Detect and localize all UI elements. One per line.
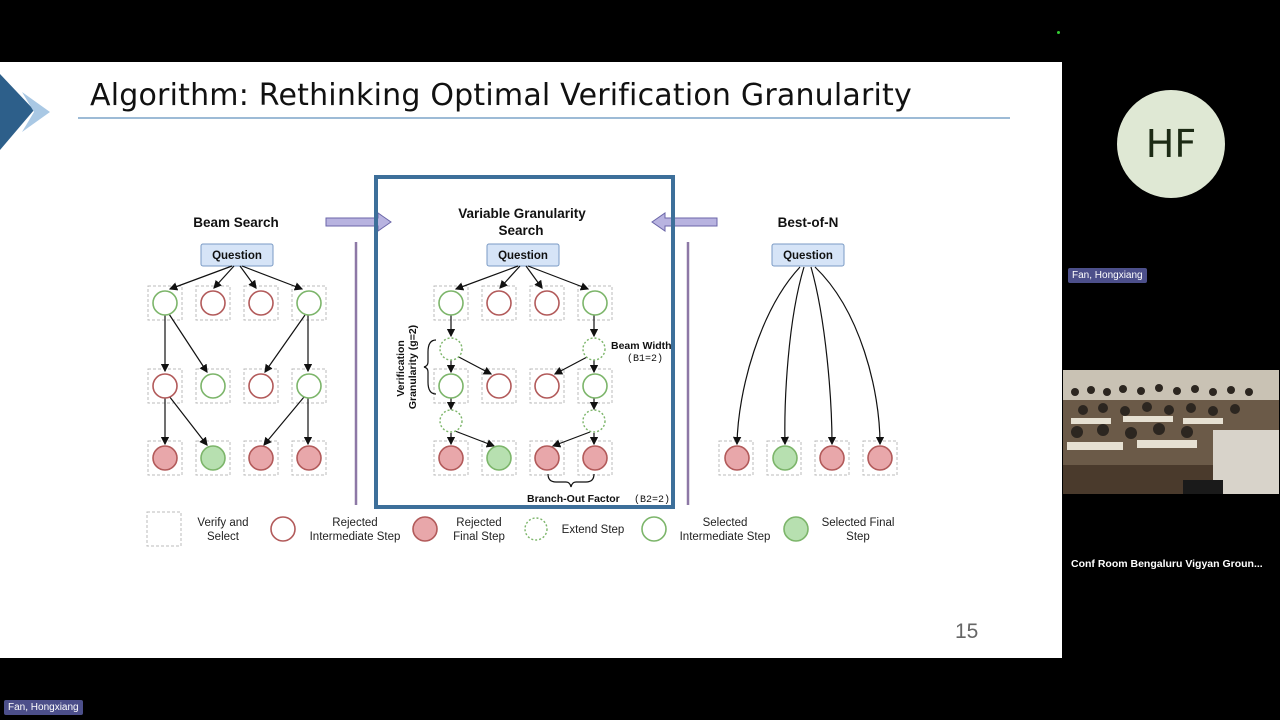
room-name-label: Conf Room Bengaluru Vigyan Groun... (1071, 558, 1263, 570)
legend-label-2a: Rejected (332, 517, 377, 529)
slide-page-number: 15 (955, 620, 979, 643)
vgs-row2-nodes (438, 373, 608, 399)
legend-label-5b: Intermediate Step (680, 531, 771, 543)
beam-final-nodes (152, 445, 322, 471)
legend-label-6a: Selected Final (822, 517, 895, 529)
bottom-presenter-name-tag: Fan, Hongxiang (4, 700, 83, 715)
branch-out-value: (B2=2) (634, 494, 670, 506)
chevron-decoration-icon (0, 74, 50, 150)
legend-label-1a: Verify and (197, 517, 248, 529)
branch-out-label: Branch-Out Factor (527, 493, 620, 505)
room-video-feed[interactable] (1063, 370, 1279, 494)
bon-edges (732, 266, 885, 446)
beam-width-value: (B1=2) (627, 353, 663, 365)
vgs-highlight-box (374, 175, 675, 509)
shared-slide: Algorithm: Rethinking Optimal Verificati… (0, 62, 1062, 658)
verification-granularity-label: Verification Granularity (g=2) (395, 325, 419, 409)
algorithm-diagram: Beam Search Question (146, 175, 898, 547)
legend: Verify and Select Rejected Intermediate … (146, 511, 895, 547)
beam-edges (160, 265, 313, 446)
legend-label-5a: Selected (703, 517, 748, 529)
beam-width-label: Beam Width (611, 340, 672, 352)
presenter-initials: HF (1145, 122, 1197, 166)
vgs-edges (446, 265, 599, 448)
beam-search-title: Beam Search (193, 215, 279, 230)
legend-label-6b: Step (846, 531, 870, 543)
arrow-right-icon (325, 212, 392, 232)
vgs-row1-nodes (438, 290, 608, 316)
legend-label-3b: Final Step (453, 531, 505, 543)
beam-question-box: Question (200, 243, 274, 267)
arrow-left-icon (651, 212, 718, 232)
best-of-n-title: Best-of-N (778, 215, 839, 230)
vgs-question-label: Question (498, 250, 548, 262)
beam-row1-nodes (152, 290, 322, 316)
granularity-brace (423, 339, 437, 395)
vgs-question-box: Question (486, 243, 560, 267)
bon-final-nodes (724, 445, 893, 471)
bon-question-box: Question (771, 243, 845, 267)
title-rule (78, 117, 1010, 119)
vgs-extend-nodes (439, 337, 606, 433)
beam-row2-nodes (152, 373, 322, 399)
legend-label-4a: Extend Step (562, 524, 625, 536)
vgs-title-line1: Variable Granularity (458, 206, 586, 221)
presenter-name-tag: Fan, Hongxiang (1068, 268, 1147, 283)
vgs-title-line2: Search (498, 223, 543, 238)
legend-label-3a: Rejected (456, 517, 501, 529)
presenter-avatar[interactable]: HF (1117, 90, 1225, 198)
bon-question-label: Question (783, 250, 833, 262)
legend-label-2b: Intermediate Step (310, 531, 401, 543)
branch-out-brace (547, 473, 595, 488)
beam-question-label: Question (212, 250, 262, 262)
legend-label-1b: Select (207, 531, 240, 543)
room-video-image (1063, 370, 1279, 494)
slide-title: Algorithm: Rethinking Optimal Verificati… (90, 78, 912, 113)
vgs-final-nodes (438, 445, 608, 471)
status-dot (1057, 31, 1060, 34)
